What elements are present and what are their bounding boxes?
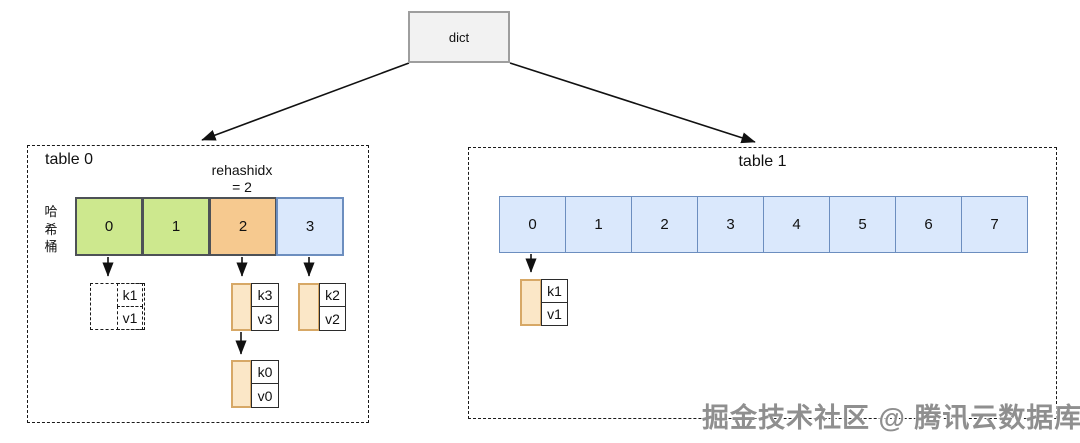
entry-t1-k1v1-pointer xyxy=(520,279,542,326)
entry-k3v3-value: v3 xyxy=(251,306,279,331)
table1-bucket-5: 5 xyxy=(829,196,896,253)
table0-bucket-3: 3 xyxy=(276,197,344,256)
rehashidx-annotation: rehashidx = 2 xyxy=(176,162,308,196)
entry-k3v3-pointer xyxy=(231,283,252,331)
entry-k0v0-pointer xyxy=(231,360,252,408)
entry-k2v2-key: k2 xyxy=(319,283,346,307)
ghost-entry-value: v1 xyxy=(117,306,143,330)
table1-title: table 1 xyxy=(738,153,787,170)
entry-k0v0-key: k0 xyxy=(251,360,279,384)
table1-bucket-1: 1 xyxy=(565,196,632,253)
table1-bucket-4: 4 xyxy=(763,196,830,253)
table1-frame xyxy=(468,147,1057,419)
watermark-text: 掘金技术社区 @ 腾讯云数据库 xyxy=(702,403,1080,433)
table1-bucket-0: 0 xyxy=(499,196,566,253)
table0-bucket-2: 2 xyxy=(209,197,277,256)
hash-bucket-side-label: 哈希桶 xyxy=(44,204,58,254)
entry-k3v3-key: k3 xyxy=(251,283,279,307)
table0-title: table 0 xyxy=(45,151,94,168)
entry-k2v2-value: v2 xyxy=(319,306,346,331)
entry-k0v0-value: v0 xyxy=(251,383,279,408)
entry-t1-k1v1-key: k1 xyxy=(541,279,568,303)
rehashidx-annotation-line2: = 2 xyxy=(232,179,252,195)
rehashidx-annotation-line1: rehashidx xyxy=(211,162,273,178)
table0-frame xyxy=(27,145,369,423)
arrow-dict-to-table1 xyxy=(509,62,756,144)
table0-bucket-1: 1 xyxy=(142,197,210,256)
arrow-dict-to-table0 xyxy=(201,62,410,141)
ghost-entry-key: k1 xyxy=(117,283,143,307)
dict-node-label: dict xyxy=(448,29,470,45)
table0-bucket-0: 0 xyxy=(75,197,143,256)
table1-bucket-7: 7 xyxy=(961,196,1028,253)
entry-k2v2-pointer xyxy=(298,283,320,331)
table1-bucket-6: 6 xyxy=(895,196,962,253)
entry-t1-k1v1-value: v1 xyxy=(541,302,568,326)
dict-node: dict xyxy=(408,11,510,63)
table1-bucket-2: 2 xyxy=(631,196,698,253)
table1-bucket-3: 3 xyxy=(697,196,764,253)
